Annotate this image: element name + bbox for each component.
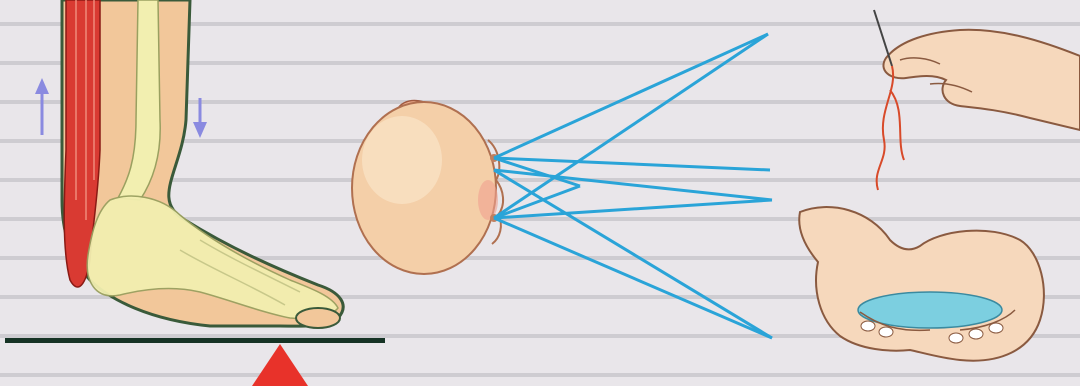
sensory-lines [494,34,772,338]
head-panel [352,34,772,338]
thread [877,66,904,190]
fulcrum-triangle-icon [252,344,308,386]
foot-lever-panel [5,0,385,386]
cupped-hands [799,207,1044,361]
ground-line [5,338,385,343]
needle [874,10,892,66]
hand-thread-panel [874,10,1080,190]
hand-top [883,30,1080,130]
cupped-hands-panel [799,207,1044,361]
